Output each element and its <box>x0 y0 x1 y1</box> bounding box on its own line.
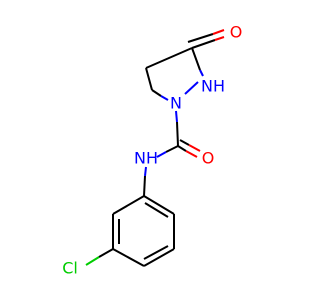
bond-n1-n2 <box>184 81 199 95</box>
atom-nitrogen-ring: N <box>170 94 182 113</box>
bond-ph6-ph1 <box>112 195 145 215</box>
bond-camide-o-a <box>177 145 187 152</box>
bond-camide-o-b <box>179 139 190 146</box>
bond-c3-o-a-o <box>214 36 225 41</box>
molecule-diagram: O NH N O NH Cl <box>62 23 243 278</box>
bond-c3-o-b-o <box>212 29 225 35</box>
bond-ph1-ph2-inner <box>144 202 169 218</box>
atom-chlorine: Cl <box>62 259 78 278</box>
bond-camide-nh-n <box>156 151 167 158</box>
bond-ph4-ph5 <box>112 248 145 267</box>
bond-n1-camide-n <box>175 110 178 123</box>
atom-nh-ring: NH <box>201 77 225 96</box>
bond-c4-c5 <box>145 67 153 91</box>
bond-n2-c3-n <box>199 69 204 77</box>
bond-c3-c4 <box>145 47 193 69</box>
structure-canvas: O NH N O NH Cl <box>62 23 243 278</box>
bond-nh-ph <box>143 175 146 197</box>
bond-camide-nh <box>165 145 179 153</box>
bond-camide-o-a-o <box>185 150 198 158</box>
bond-c3-o-b <box>187 33 214 43</box>
bond-ph3-ph4 <box>143 248 175 267</box>
bond-ph5-cl <box>98 248 114 258</box>
bond-ph1-ph2 <box>143 195 175 215</box>
bond-camide-o-b-o <box>188 144 201 152</box>
atom-oxygen-amide: O <box>202 149 215 168</box>
bond-c5-n1 <box>151 89 162 97</box>
bond-c5-n1-n <box>160 95 169 101</box>
atom-nh-amide: NH <box>134 149 158 168</box>
bond-nh-ph-n <box>144 166 147 177</box>
bond-n2-c3 <box>191 47 201 71</box>
bond-ph3-ph4-inner <box>143 245 169 260</box>
bond-c3-o-a <box>191 39 216 49</box>
atom-oxygen-ketone: O <box>230 23 243 42</box>
bond-n1-camide <box>176 121 179 147</box>
bond-ph5-cl-cl <box>85 256 100 266</box>
